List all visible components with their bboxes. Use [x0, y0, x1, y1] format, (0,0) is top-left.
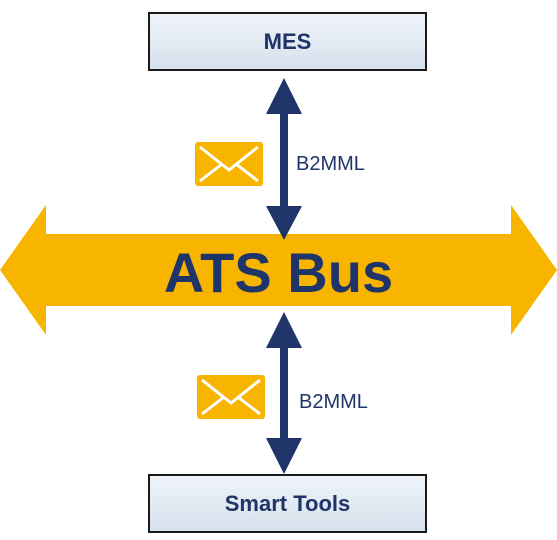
link-arrow-top	[266, 78, 302, 240]
bus-label: ATS Bus	[163, 240, 394, 304]
node-mes: MES	[148, 12, 427, 71]
link-label-top: B2MML	[296, 153, 365, 175]
node-smart-tools-label: Smart Tools	[224, 490, 351, 516]
link-arrow-bottom	[266, 312, 302, 474]
node-mes-label: MES	[263, 28, 312, 54]
node-smart-tools: Smart Tools	[148, 474, 427, 533]
envelope-icon-top	[195, 142, 263, 186]
bus-arrow	[0, 205, 557, 335]
envelope-icon-bottom	[197, 375, 265, 419]
link-label-bottom: B2MML	[299, 391, 368, 413]
